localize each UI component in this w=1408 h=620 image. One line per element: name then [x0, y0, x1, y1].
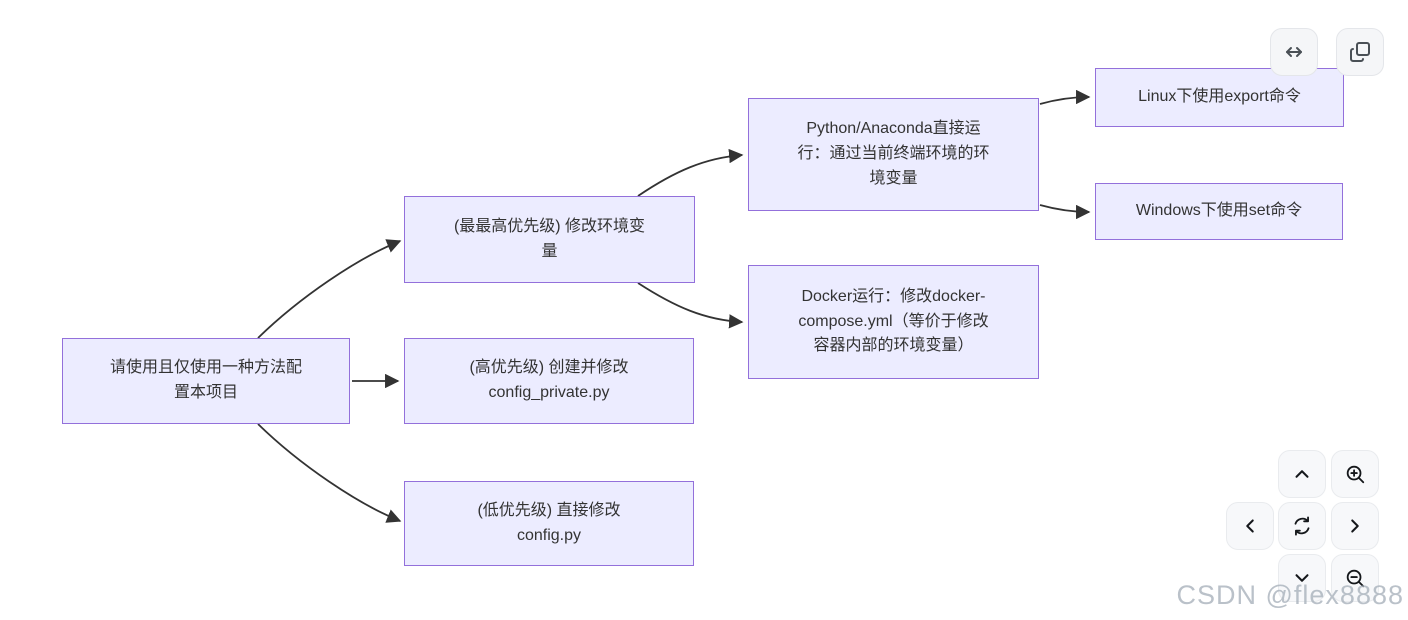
copy-button[interactable]	[1336, 28, 1384, 76]
node-linux: Linux下使用export命令	[1095, 68, 1344, 127]
pan-right-button[interactable]	[1331, 502, 1379, 550]
zoom-in-button[interactable]	[1331, 450, 1379, 498]
node-root-label: 请使用且仅使用一种方法配置本项目	[109, 359, 302, 401]
expand-horizontal-button[interactable]	[1270, 28, 1318, 76]
node-docker: Docker运行：修改docker-compose.yml（等价于修改容器内部的…	[748, 265, 1039, 379]
node-config-py-label: (低优先级) 直接修改 config.py	[477, 501, 621, 544]
node-config-py: (低优先级) 直接修改 config.py	[404, 481, 694, 566]
edge-env-python	[637, 148, 744, 197]
node-windows-label: Windows下使用set命令	[1135, 202, 1303, 220]
node-config-private-label: (高优先级) 创建并修改 config_private.py	[469, 359, 629, 401]
pan-left-button[interactable]	[1226, 502, 1274, 550]
copy-icon	[1348, 40, 1372, 64]
chevron-up-icon	[1291, 463, 1313, 485]
zoom-in-icon	[1344, 463, 1366, 485]
edge-env-docker	[637, 282, 744, 329]
node-config-private: (高优先级) 创建并修改 config_private.py	[404, 338, 694, 424]
reset-icon	[1291, 515, 1313, 537]
expand-horizontal-icon	[1282, 40, 1306, 64]
node-python-label: Python/Anaconda直接运行：通过当前终端环境的环境变量	[797, 120, 990, 187]
zoom-out-icon	[1344, 567, 1366, 589]
node-python: Python/Anaconda直接运行：通过当前终端环境的环境变量	[748, 98, 1039, 211]
edge-python-windows	[1039, 204, 1091, 220]
node-env: (最最高优先级) 修改环境变量	[404, 196, 695, 283]
edge-root-config	[257, 423, 402, 523]
zoom-out-button[interactable]	[1331, 554, 1379, 602]
chevron-down-icon	[1291, 567, 1313, 589]
node-env-label: (最最高优先级) 修改环境变量	[453, 217, 646, 260]
node-root: 请使用且仅使用一种方法配置本项目	[62, 338, 350, 424]
edge-python-linux	[1039, 89, 1091, 105]
edge-root-env	[257, 239, 402, 339]
node-docker-label: Docker运行：修改docker-compose.yml（等价于修改容器内部的…	[798, 287, 989, 355]
chevron-right-icon	[1344, 515, 1366, 537]
node-windows: Windows下使用set命令	[1095, 183, 1343, 240]
pan-down-button[interactable]	[1278, 554, 1326, 602]
chevron-left-icon	[1239, 515, 1261, 537]
reset-view-button[interactable]	[1278, 502, 1326, 550]
node-linux-label: Linux下使用export命令	[1138, 88, 1301, 106]
pan-up-button[interactable]	[1278, 450, 1326, 498]
